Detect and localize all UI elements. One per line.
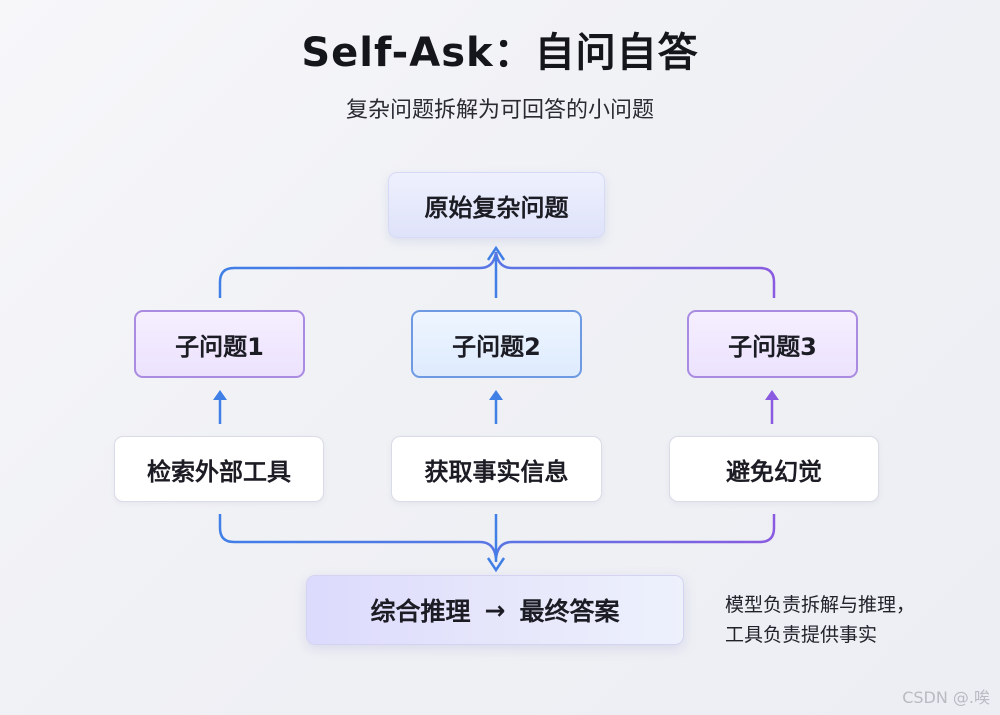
side-note: 模型负责拆解与推理， 工具负责提供事实 (725, 590, 915, 650)
sub-question-3-box: 子问题3 (687, 310, 858, 378)
right-arrow-icon: → (484, 595, 506, 625)
root-question-box: 原始复杂问题 (388, 172, 605, 238)
action-get-facts-box: 获取事实信息 (391, 436, 602, 502)
top-arrowhead (486, 245, 506, 261)
watermark: CSDN @.唉 (902, 688, 990, 707)
page-subtitle: 复杂问题拆解为可回答的小问题 (345, 98, 654, 123)
sub-question-2-box: 子问题2 (411, 310, 582, 378)
page-title: Self-Ask：自问自答 (301, 30, 699, 76)
up-arrow-1 (213, 390, 227, 424)
bottom-bracket-line (218, 514, 776, 559)
up-arrow-2 (489, 390, 503, 424)
final-answer-box: 综合推理 → 最终答案 (306, 575, 684, 645)
final-reasoning-label: 综合推理 (370, 597, 471, 626)
bottom-arrowhead (486, 557, 506, 573)
top-bracket-line (218, 251, 776, 298)
action-avoid-hallucination-box: 避免幻觉 (669, 436, 879, 502)
action-retrieve-tools-box: 检索外部工具 (114, 436, 324, 502)
final-answer-label: 最终答案 (519, 597, 620, 626)
sub-question-1-box: 子问题1 (134, 310, 305, 378)
side-note-line-2: 工具负责提供事实 (725, 624, 878, 646)
side-note-line-1: 模型负责拆解与推理， (725, 594, 916, 616)
up-arrow-3 (765, 390, 779, 424)
